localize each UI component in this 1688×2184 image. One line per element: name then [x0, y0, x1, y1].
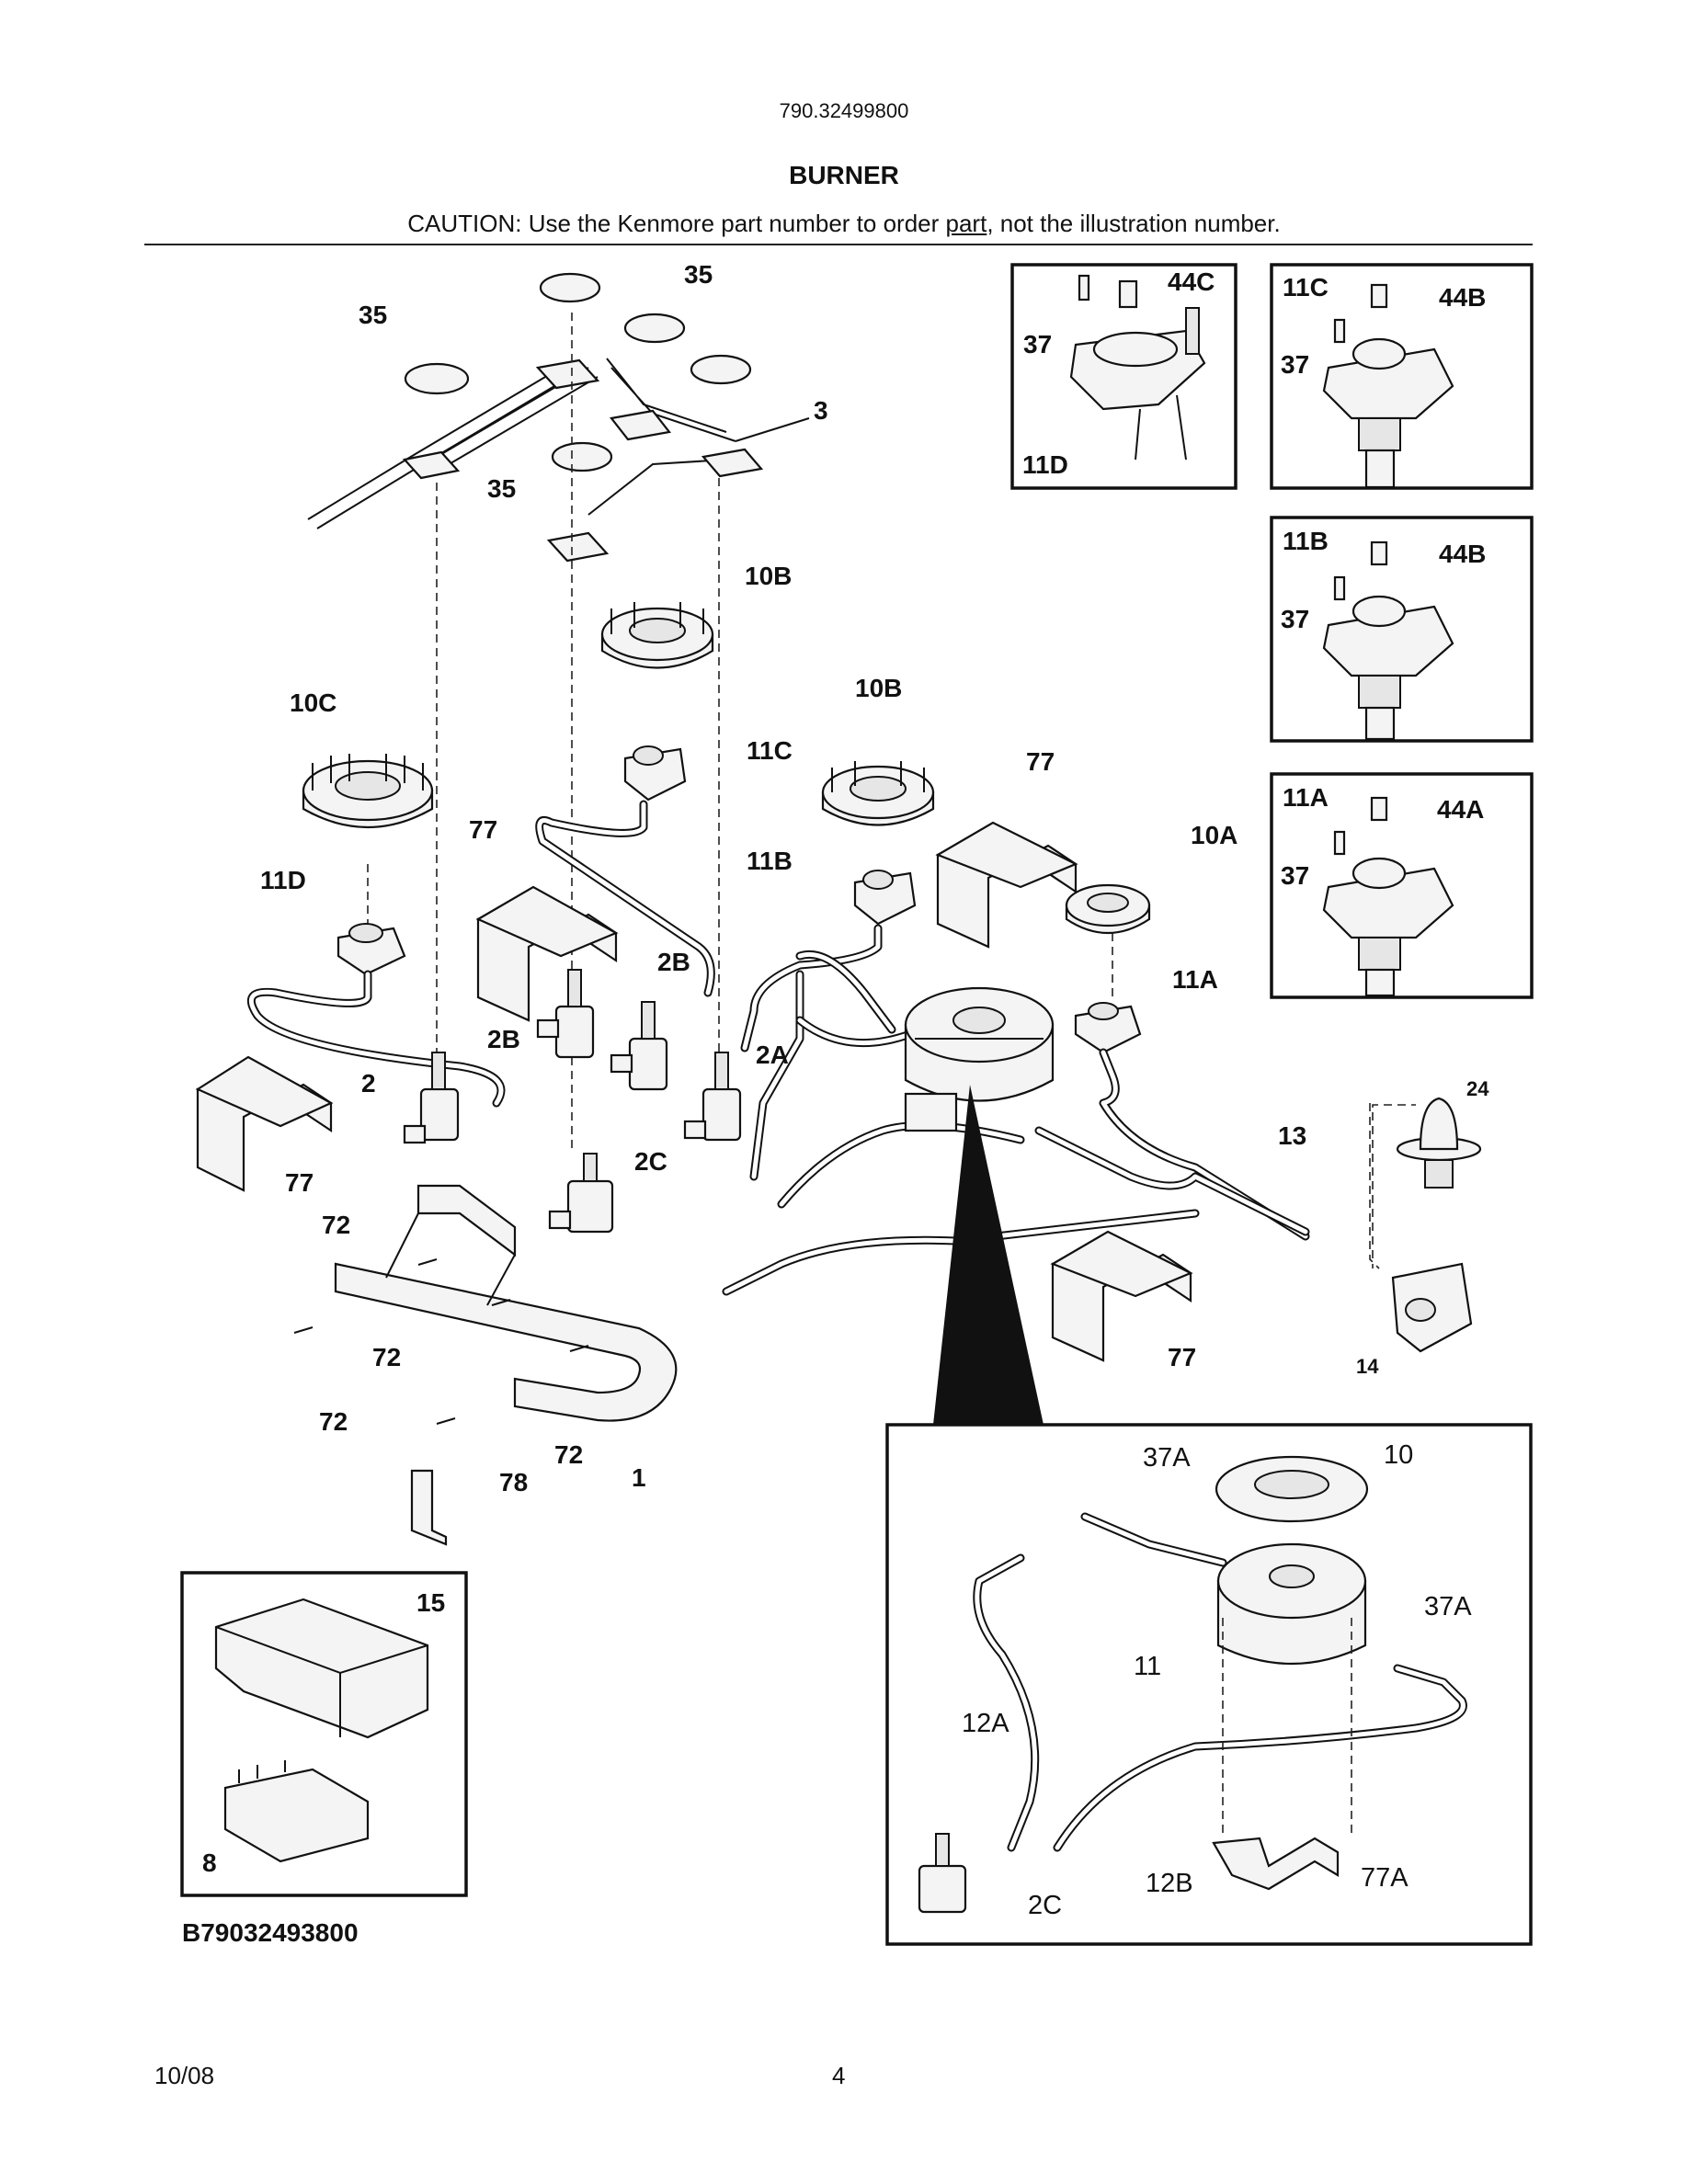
burner-base-11c: 11C	[623, 736, 793, 802]
bracket-77-lower-right: 77	[1050, 1230, 1196, 1371]
callout-11d: 11D	[1022, 450, 1068, 479]
callout-11: 11	[1134, 1652, 1161, 1681]
burner-base-11b: 11B	[747, 847, 917, 926]
callout-37-11c: 37	[1281, 350, 1309, 379]
callout-77a: 77A	[1361, 1863, 1409, 1893]
callout-77-center: 77	[469, 815, 497, 844]
valve-2a: 2A	[683, 1041, 789, 1142]
callout-13: 13	[1278, 1121, 1306, 1150]
callout-77-left: 77	[285, 1168, 314, 1197]
bracket-77-center: 77	[469, 815, 619, 1022]
callout-14: 14	[1356, 1355, 1379, 1378]
callout-11a-inset: 11A	[1283, 783, 1329, 812]
callout-44a: 44A	[1437, 795, 1484, 824]
valve-2c: 2C	[548, 1147, 667, 1234]
callout-2c-detail: 2C	[1028, 1891, 1062, 1920]
callout-10b-lower: 10B	[855, 674, 902, 702]
burner-head-10a: 10A	[1065, 821, 1237, 934]
callout-72-d: 72	[554, 1440, 583, 1469]
inset-11b: 11B 44B 37	[1270, 516, 1534, 743]
burner-base-11a: 11A	[1074, 965, 1218, 1054]
callout-35-top: 35	[684, 260, 713, 289]
footer-date: 10/08	[154, 2062, 215, 2089]
inset-11d: 44C 37 11D	[1010, 263, 1237, 490]
burner-head-10b-upper: 10B	[600, 562, 792, 669]
detail-inset: 37A 10 37A 11 12A 12B 77A 2C	[885, 1423, 1533, 1946]
main-burner	[904, 986, 1055, 1132]
electrode-harness: 35 35 35 3	[307, 260, 828, 563]
callout-10b-upper: 10B	[745, 562, 792, 590]
caution-underlined-word: part	[945, 210, 987, 237]
alignment-lines	[367, 313, 1380, 1269]
regulator: 24 14	[1356, 1077, 1489, 1378]
inset-11a: 11A 44A 37	[1270, 772, 1534, 999]
spark-module-inset: 15 8	[180, 1571, 468, 1897]
callout-44c: 44C	[1168, 267, 1215, 296]
gas-tubing: 13	[246, 800, 1310, 1296]
bracket-77-upper-right: 77	[935, 747, 1078, 949]
inset-11c: 11C 44B 37	[1270, 263, 1534, 490]
callout-37-11b: 37	[1281, 605, 1309, 633]
callout-11b: 11B	[747, 847, 793, 875]
callout-11b-inset: 11B	[1283, 527, 1329, 555]
caution-text: CAUTION: Use the Kenmore part number to …	[0, 210, 1688, 238]
callout-11c: 11C	[747, 736, 793, 765]
callout-44b-mid: 44B	[1439, 540, 1486, 568]
callout-77-lower-right: 77	[1168, 1343, 1196, 1371]
callout-11c-inset: 11C	[1283, 273, 1329, 301]
screws-72: 72 72 72 72	[293, 1211, 589, 1469]
callout-37a-top: 37A	[1143, 1443, 1191, 1473]
callout-77-upper-right: 77	[1026, 747, 1055, 776]
callout-11d: 11D	[260, 866, 306, 894]
caution-suffix: , not the illustration number.	[987, 210, 1281, 237]
callout-24: 24	[1466, 1077, 1489, 1100]
callout-2b-right: 2B	[657, 948, 690, 976]
callout-2: 2	[361, 1069, 376, 1098]
callout-37a-right: 37A	[1424, 1592, 1472, 1621]
bracket-78: 78	[410, 1468, 528, 1546]
callout-2b-left: 2B	[487, 1025, 520, 1053]
header-rule	[144, 244, 1533, 245]
footer-page-number: 4	[832, 2062, 846, 2089]
callout-3: 3	[814, 396, 828, 425]
valve-2b-left: 2B	[487, 969, 595, 1059]
callout-44b-top: 44B	[1439, 283, 1486, 312]
callout-37: 37	[1023, 330, 1052, 358]
section-title: BURNER	[789, 161, 899, 189]
callout-35-bottom: 35	[487, 474, 516, 503]
callout-10c: 10C	[290, 688, 336, 717]
burner-head-10c: 10C	[290, 688, 434, 828]
valve-2: 2	[361, 1052, 460, 1144]
callout-72-a: 72	[322, 1211, 350, 1239]
burner-head-10b-lower: 10B	[821, 674, 935, 826]
manifold: 1	[334, 1184, 678, 1492]
callout-12b: 12B	[1146, 1869, 1193, 1898]
callout-8: 8	[202, 1848, 217, 1877]
bracket-77-left: 77	[195, 1055, 334, 1197]
callout-10: 10	[1384, 1440, 1413, 1470]
callout-78: 78	[499, 1468, 528, 1496]
callout-10a: 10A	[1191, 821, 1237, 849]
callout-11a: 11A	[1172, 965, 1218, 994]
valve-2b-right: 2B	[610, 948, 690, 1091]
callout-72-b: 72	[372, 1343, 401, 1371]
callout-2a: 2A	[756, 1041, 789, 1069]
callout-2c: 2C	[634, 1147, 667, 1176]
callout-15: 15	[416, 1588, 445, 1617]
model-number: 790.32499800	[779, 99, 909, 122]
callout-12a: 12A	[962, 1709, 1009, 1738]
burner-base-11d: 11D	[260, 866, 406, 976]
callout-37-11a: 37	[1281, 861, 1309, 890]
callout-35-left: 35	[359, 301, 387, 329]
callout-72-c: 72	[319, 1407, 348, 1436]
callout-1: 1	[632, 1463, 646, 1492]
drawing-id: B79032493800	[182, 1918, 359, 1947]
detail-pointer	[933, 1085, 1044, 1425]
caution-prefix: CAUTION: Use the Kenmore part number to …	[407, 210, 946, 237]
